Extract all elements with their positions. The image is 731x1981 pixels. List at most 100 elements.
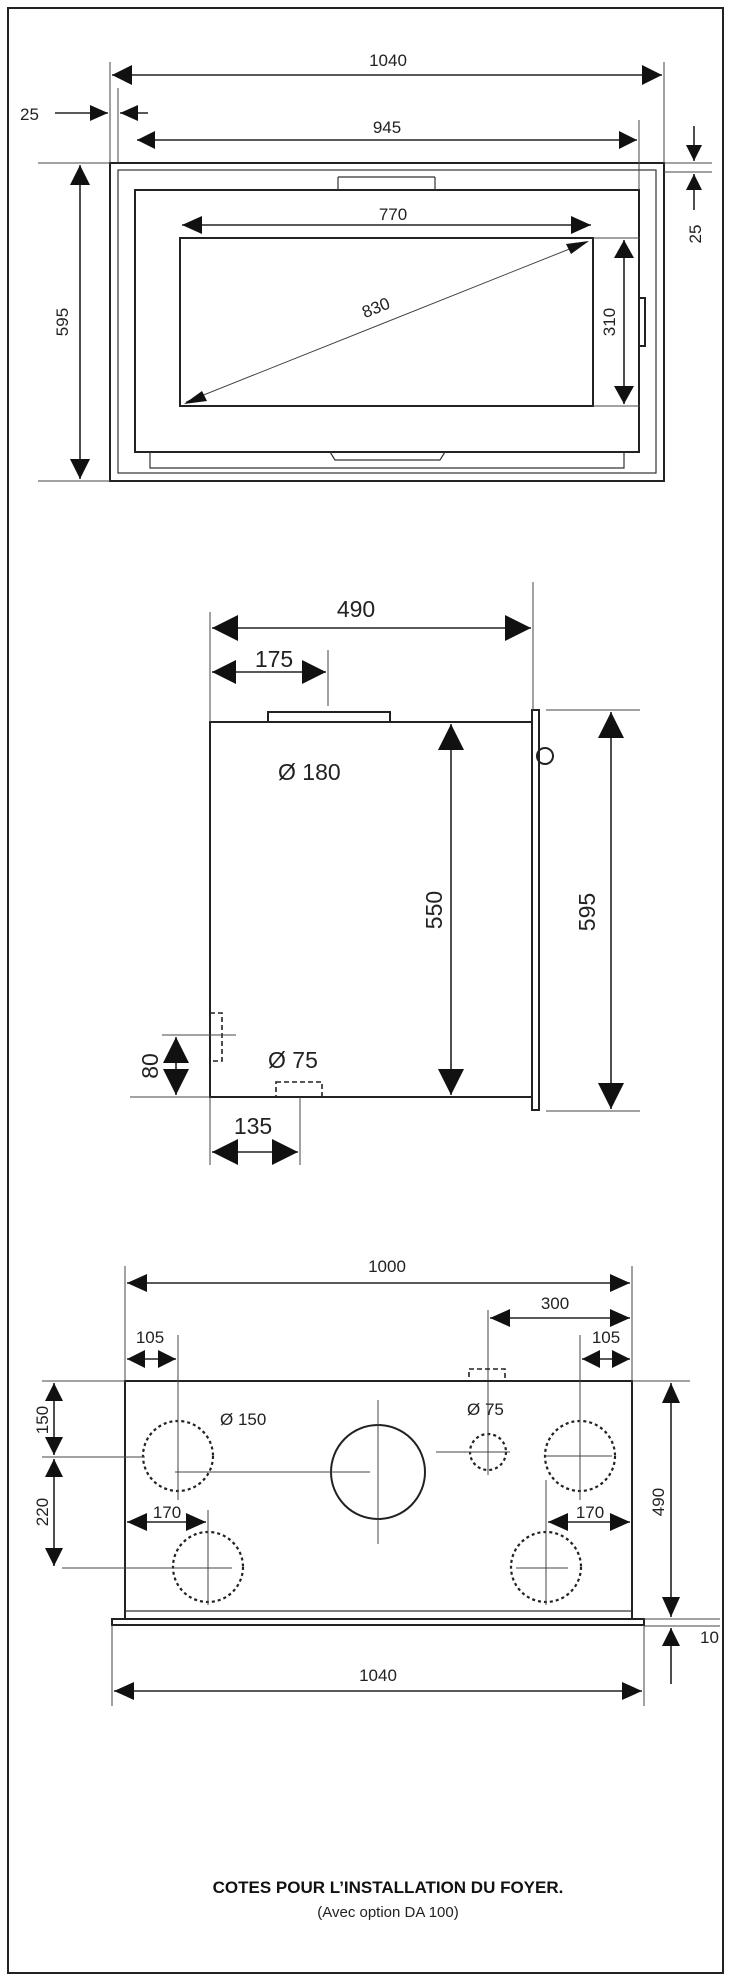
side-depth-arrow-left [212, 615, 238, 641]
front-height-arrow-bottom [70, 459, 90, 479]
front-glass-height-label: 310 [600, 308, 619, 336]
side-total-height-arrow-top [598, 712, 624, 738]
front-frame-arrow-right [120, 105, 138, 121]
front-width-arrow-left [112, 65, 132, 85]
side-air-offset-label: 135 [234, 1113, 272, 1139]
front-glass-width-label: 770 [379, 205, 407, 224]
page-border [7, 7, 724, 1974]
side-air-height-label: 80 [137, 1053, 163, 1079]
top-right-offset-arrow-left [582, 1350, 600, 1368]
side-bottom-air-inlet [275, 1081, 323, 1098]
top-right-rear-arrow-left [548, 1513, 568, 1531]
front-frame-arrow-left [90, 105, 108, 121]
top-front-offset-arrow-top [45, 1383, 63, 1401]
front-bottom-lip [149, 452, 625, 469]
top-total-width-arrow-right [622, 1682, 642, 1700]
top-width-label: 1000 [368, 1257, 406, 1276]
top-depth-arrow-top [662, 1383, 680, 1403]
top-depth-arrow-bottom [662, 1597, 680, 1617]
side-air-height-arrow-bottom [163, 1069, 189, 1095]
top-air-offset-label: 300 [541, 1294, 569, 1313]
front-width-arrow-right [642, 65, 662, 85]
top-left-offset-arrow-left [127, 1350, 145, 1368]
side-inner-height-arrow-bottom [438, 1069, 464, 1095]
side-outlet-arrow-left [212, 660, 236, 684]
top-width-arrow-right [610, 1274, 630, 1292]
front-top-handle [337, 176, 436, 190]
front-glass-width-arrow-right [571, 216, 591, 234]
top-left-offset-label: 105 [136, 1328, 164, 1347]
side-rear-air-inlet [209, 1012, 223, 1062]
side-handle-knob [536, 747, 554, 765]
front-side-handle [638, 297, 646, 347]
top-row-spacing-label: 220 [33, 1498, 52, 1526]
side-total-height-label: 595 [574, 893, 600, 931]
top-front-offset-arrow-bottom [45, 1437, 63, 1455]
top-row-spacing-arrow-bottom [45, 1548, 63, 1566]
front-height-label: 595 [53, 308, 72, 336]
front-glass [179, 237, 594, 407]
side-front-plate [531, 709, 540, 1111]
front-view: 1040 25 945 595 25 770 [20, 51, 712, 482]
front-diagonal-arrow-lower [184, 391, 207, 404]
front-inner-arrow-left [137, 131, 155, 149]
top-left-rear-arrow-right [186, 1513, 206, 1531]
front-frame-label: 25 [20, 105, 39, 124]
top-left-rear-label: 170 [153, 1503, 181, 1522]
side-depth-arrow-right [505, 615, 531, 641]
top-total-width-arrow-left [114, 1682, 134, 1700]
top-width-arrow-left [127, 1274, 147, 1292]
top-air-offset-arrow-right [610, 1309, 630, 1327]
top-left-rear-arrow-left [127, 1513, 147, 1531]
top-row-spacing-arrow-top [45, 1459, 63, 1477]
side-air-offset-arrow-left [212, 1139, 238, 1165]
top-right-rear-label: 170 [576, 1503, 604, 1522]
front-height-arrow-top [70, 165, 90, 185]
side-view: 490 175 Ø 180 550 595 80 Ø 75 [130, 582, 640, 1165]
front-inner-label: 945 [373, 118, 401, 137]
side-depth-label: 490 [337, 596, 375, 622]
front-glass-height-arrow-bottom [614, 386, 634, 404]
front-outer-frame [109, 162, 665, 482]
top-air-inlet-diameter-label: Ø 75 [467, 1400, 504, 1419]
top-left-offset-arrow-right [158, 1350, 176, 1368]
top-lip-arrow [662, 1628, 680, 1646]
front-glass-width-arrow-left [182, 216, 202, 234]
side-total-height-arrow-bottom [598, 1083, 624, 1109]
caption-title: COTES POUR L’INSTALLATION DU FOYER. [213, 1878, 564, 1897]
top-view: 1000 300 105 105 150 220 Ø 150 Ø 75 [33, 1257, 720, 1706]
side-air-offset-arrow-right [272, 1139, 298, 1165]
front-diagonal-label: 830 [359, 294, 392, 322]
caption-subtitle: (Avec option DA 100) [317, 1904, 458, 1921]
front-diagonal-dim-line [185, 241, 588, 403]
side-outlet-arrow-right [302, 660, 326, 684]
front-inner-arrow-right [619, 131, 637, 149]
side-body [209, 721, 533, 1098]
top-lip-label: 10 [700, 1628, 719, 1647]
top-total-width-label: 1040 [359, 1666, 397, 1685]
side-outlet-collar [267, 711, 391, 723]
front-width-label: 1040 [369, 51, 407, 70]
side-inner-height-arrow-top [438, 724, 464, 750]
top-right-offset-arrow-right [612, 1350, 630, 1368]
top-front-offset-label: 150 [33, 1406, 52, 1434]
side-outlet-offset-label: 175 [255, 646, 293, 672]
top-air-offset-arrow-left [490, 1309, 510, 1327]
front-door [134, 189, 640, 453]
top-front-lip [111, 1618, 645, 1626]
side-inner-height-label: 550 [421, 891, 447, 929]
front-top-frame-arrow-lower [686, 174, 702, 190]
top-air-inlet-collar [468, 1368, 506, 1382]
side-outlet-diameter-label: Ø 180 [278, 759, 341, 785]
top-right-rear-arrow-right [610, 1513, 630, 1531]
front-diagonal-arrow-upper [566, 241, 589, 254]
top-depth-label: 490 [649, 1488, 668, 1516]
side-air-inlet-diameter-label: Ø 75 [268, 1047, 318, 1073]
front-top-frame-label: 25 [686, 225, 705, 244]
top-right-offset-label: 105 [592, 1328, 620, 1347]
front-inner-frame [117, 169, 657, 474]
front-top-frame-arrow-upper [686, 145, 702, 161]
top-outlet-diameter-label: Ø 150 [220, 1410, 266, 1429]
